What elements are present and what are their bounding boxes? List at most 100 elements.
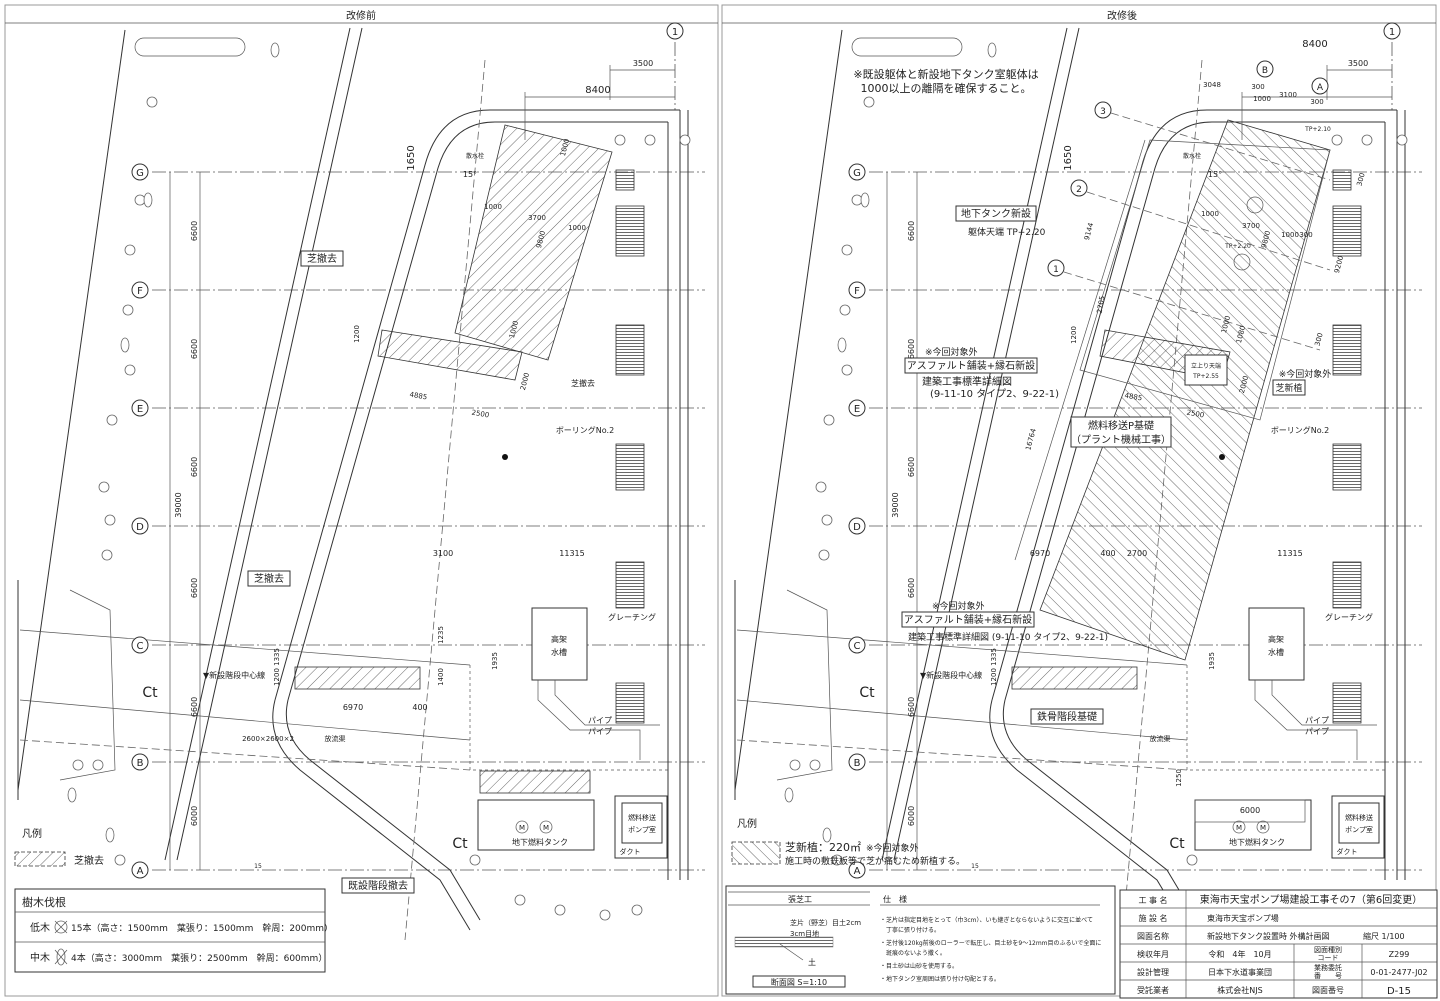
dim: 1200	[1070, 326, 1078, 344]
grid-label-d: D	[136, 522, 144, 533]
dim: 400	[1100, 549, 1115, 558]
culvert-label: 放流渠	[325, 734, 346, 743]
type-code-label: 図面種別	[1314, 945, 1342, 954]
dim: 3100	[433, 549, 453, 558]
section-title: 張芝工	[788, 894, 812, 904]
sprinkler-label: 散水栓	[466, 152, 484, 160]
culvert-label: 放流渠	[1150, 734, 1171, 743]
water-tank-label: 水槽	[1268, 647, 1284, 657]
separation-note: 1000以上の離隔を確保すること。	[861, 81, 1032, 95]
water-tank-label: 高架	[1268, 634, 1284, 644]
dim: 2000	[519, 372, 531, 391]
pump-room-label: ポンプ室	[1345, 825, 1373, 834]
pipe-label: パイプ	[1305, 716, 1329, 725]
dim: 2700	[1127, 549, 1147, 558]
after-panel-frame	[721, 4, 1437, 997]
dim: 6600	[190, 339, 199, 359]
type-code-label: コード	[1318, 954, 1339, 962]
dim: 8400	[1302, 39, 1327, 50]
turf-remove-callout: 芝撤去	[307, 252, 337, 265]
motor-icon: M	[543, 824, 549, 832]
grating-label: グレーチング	[608, 612, 656, 622]
before-panel-frame	[4, 4, 719, 997]
grid-label-e: E	[854, 404, 860, 415]
dim: 1000	[1281, 231, 1299, 239]
dim: 300	[1313, 332, 1324, 347]
tree-row-text: 4本（高さ：3000mm 葉張り：2500mm 幹周：600mm）	[71, 952, 327, 964]
excluded-note: ※今回対象外	[925, 346, 978, 358]
grid-label-f: F	[137, 286, 143, 297]
dim: 6000	[1240, 806, 1260, 815]
design-manager: 日本下水道事業団	[1208, 967, 1272, 977]
grid-label-1: 1	[1389, 27, 1395, 38]
boring-label: ボーリングNo.2	[556, 425, 614, 435]
section-mark-2: 2	[1076, 185, 1082, 195]
dim: 1935	[491, 652, 499, 670]
turf-remove-label: 芝撤去	[571, 378, 595, 388]
stair-center-label: ▼新設階段中心線	[920, 670, 982, 680]
dim: 6600	[907, 339, 916, 359]
section-layer: 土	[808, 957, 816, 967]
section-mark-1: 1	[1053, 265, 1059, 275]
section-mark-3: 3	[1100, 107, 1106, 117]
dim: 6600	[907, 221, 916, 241]
grid-label-a: A	[137, 866, 144, 877]
dim: 1000	[568, 224, 586, 232]
dim: 3048	[1203, 81, 1221, 89]
fuel-tank-label: 地下燃料タンク	[512, 837, 568, 847]
title-block: 工 事 名 東海市天宝ポンプ場建設工事その7（第6回変更） 施 設 名 東海市天…	[1119, 889, 1438, 999]
section-layer: 3cm目地	[790, 929, 819, 938]
ct-label: Ct	[1169, 836, 1185, 852]
legend-title: 凡例	[22, 827, 42, 840]
dim: 3500	[1348, 59, 1368, 68]
turf-remove-callout: 芝撤去	[254, 572, 284, 585]
pipe-label: パイプ	[588, 727, 612, 736]
drawing-number-label: 図面番号	[1312, 985, 1344, 995]
grid-label-f: F	[854, 286, 860, 297]
pipe-label: パイプ	[1305, 727, 1329, 736]
motor-icon: M	[1260, 824, 1266, 832]
boring-label: ボーリングNo.2	[1271, 425, 1329, 435]
pump-base-callout: （プラント機械工事）	[1071, 433, 1171, 446]
grid-label-c: C	[854, 641, 861, 652]
dim: 11315	[559, 549, 584, 558]
contract-number: 0-01-2477-J02	[1370, 968, 1427, 977]
spec-item: ・芝片は指定目地をとって（巾3cm）、いも継ぎとならないように交互に並べて	[880, 916, 1093, 924]
type-code: Z299	[1389, 950, 1410, 959]
dim: 1650	[406, 145, 417, 170]
steel-stair-callout: 鉄骨階段基礎	[1037, 710, 1097, 723]
dim: 2705	[1096, 295, 1107, 314]
dim: 6000	[907, 806, 916, 826]
date-label: 検収年月	[1137, 949, 1169, 959]
dim: 3700	[528, 214, 546, 222]
pump-room-label: 燃料移送	[628, 813, 656, 822]
motor-icon: M	[519, 824, 525, 832]
ct-label: Ct	[452, 836, 468, 852]
dim: 6600	[907, 578, 916, 598]
dim: TP+2.10	[1304, 126, 1331, 133]
before-plan	[17, 22, 706, 941]
steel-stair-foundation-area	[1011, 666, 1138, 690]
dim: TP+2.20	[1224, 243, 1251, 250]
pump-room-label: 燃料移送	[1345, 813, 1373, 822]
dim: 1200	[353, 325, 361, 343]
excluded-note: ※今回対象外	[932, 600, 985, 612]
dim: 3700	[1242, 222, 1260, 230]
grid-label-d: D	[853, 522, 861, 533]
before-legend: 凡例 芝撤去 樹木伐根 低木 15本（高さ：1500mm 葉張り：1500mm …	[14, 827, 333, 973]
grid-label-e: E	[137, 404, 143, 415]
dim: 39000	[891, 492, 900, 517]
grid-label-1: 1	[672, 27, 678, 38]
before-grid-labels: G F E D C B A 1	[136, 27, 678, 877]
spec-item: ・地下タンク室周囲は張り付け勾配とする。	[880, 975, 1000, 983]
section-scale: 断面図 S=1:10	[771, 977, 827, 987]
pump-room-label: ポンプ室	[628, 825, 656, 834]
new-tank-outline	[1079, 139, 1331, 421]
dim: 6600	[907, 697, 916, 717]
before-labels: 散水栓 芝撤去 芝撤去 芝撤去 ボーリングNo.2 グレーチング 高架 水槽 パ…	[142, 152, 656, 892]
project-label: 工 事 名	[1138, 895, 1167, 905]
motor-icon: M	[1236, 824, 1242, 832]
tree-table-title: 樹木伐根	[22, 895, 66, 909]
boring-point	[1219, 454, 1225, 460]
riser-top-label: 立上り天端	[1191, 362, 1221, 370]
